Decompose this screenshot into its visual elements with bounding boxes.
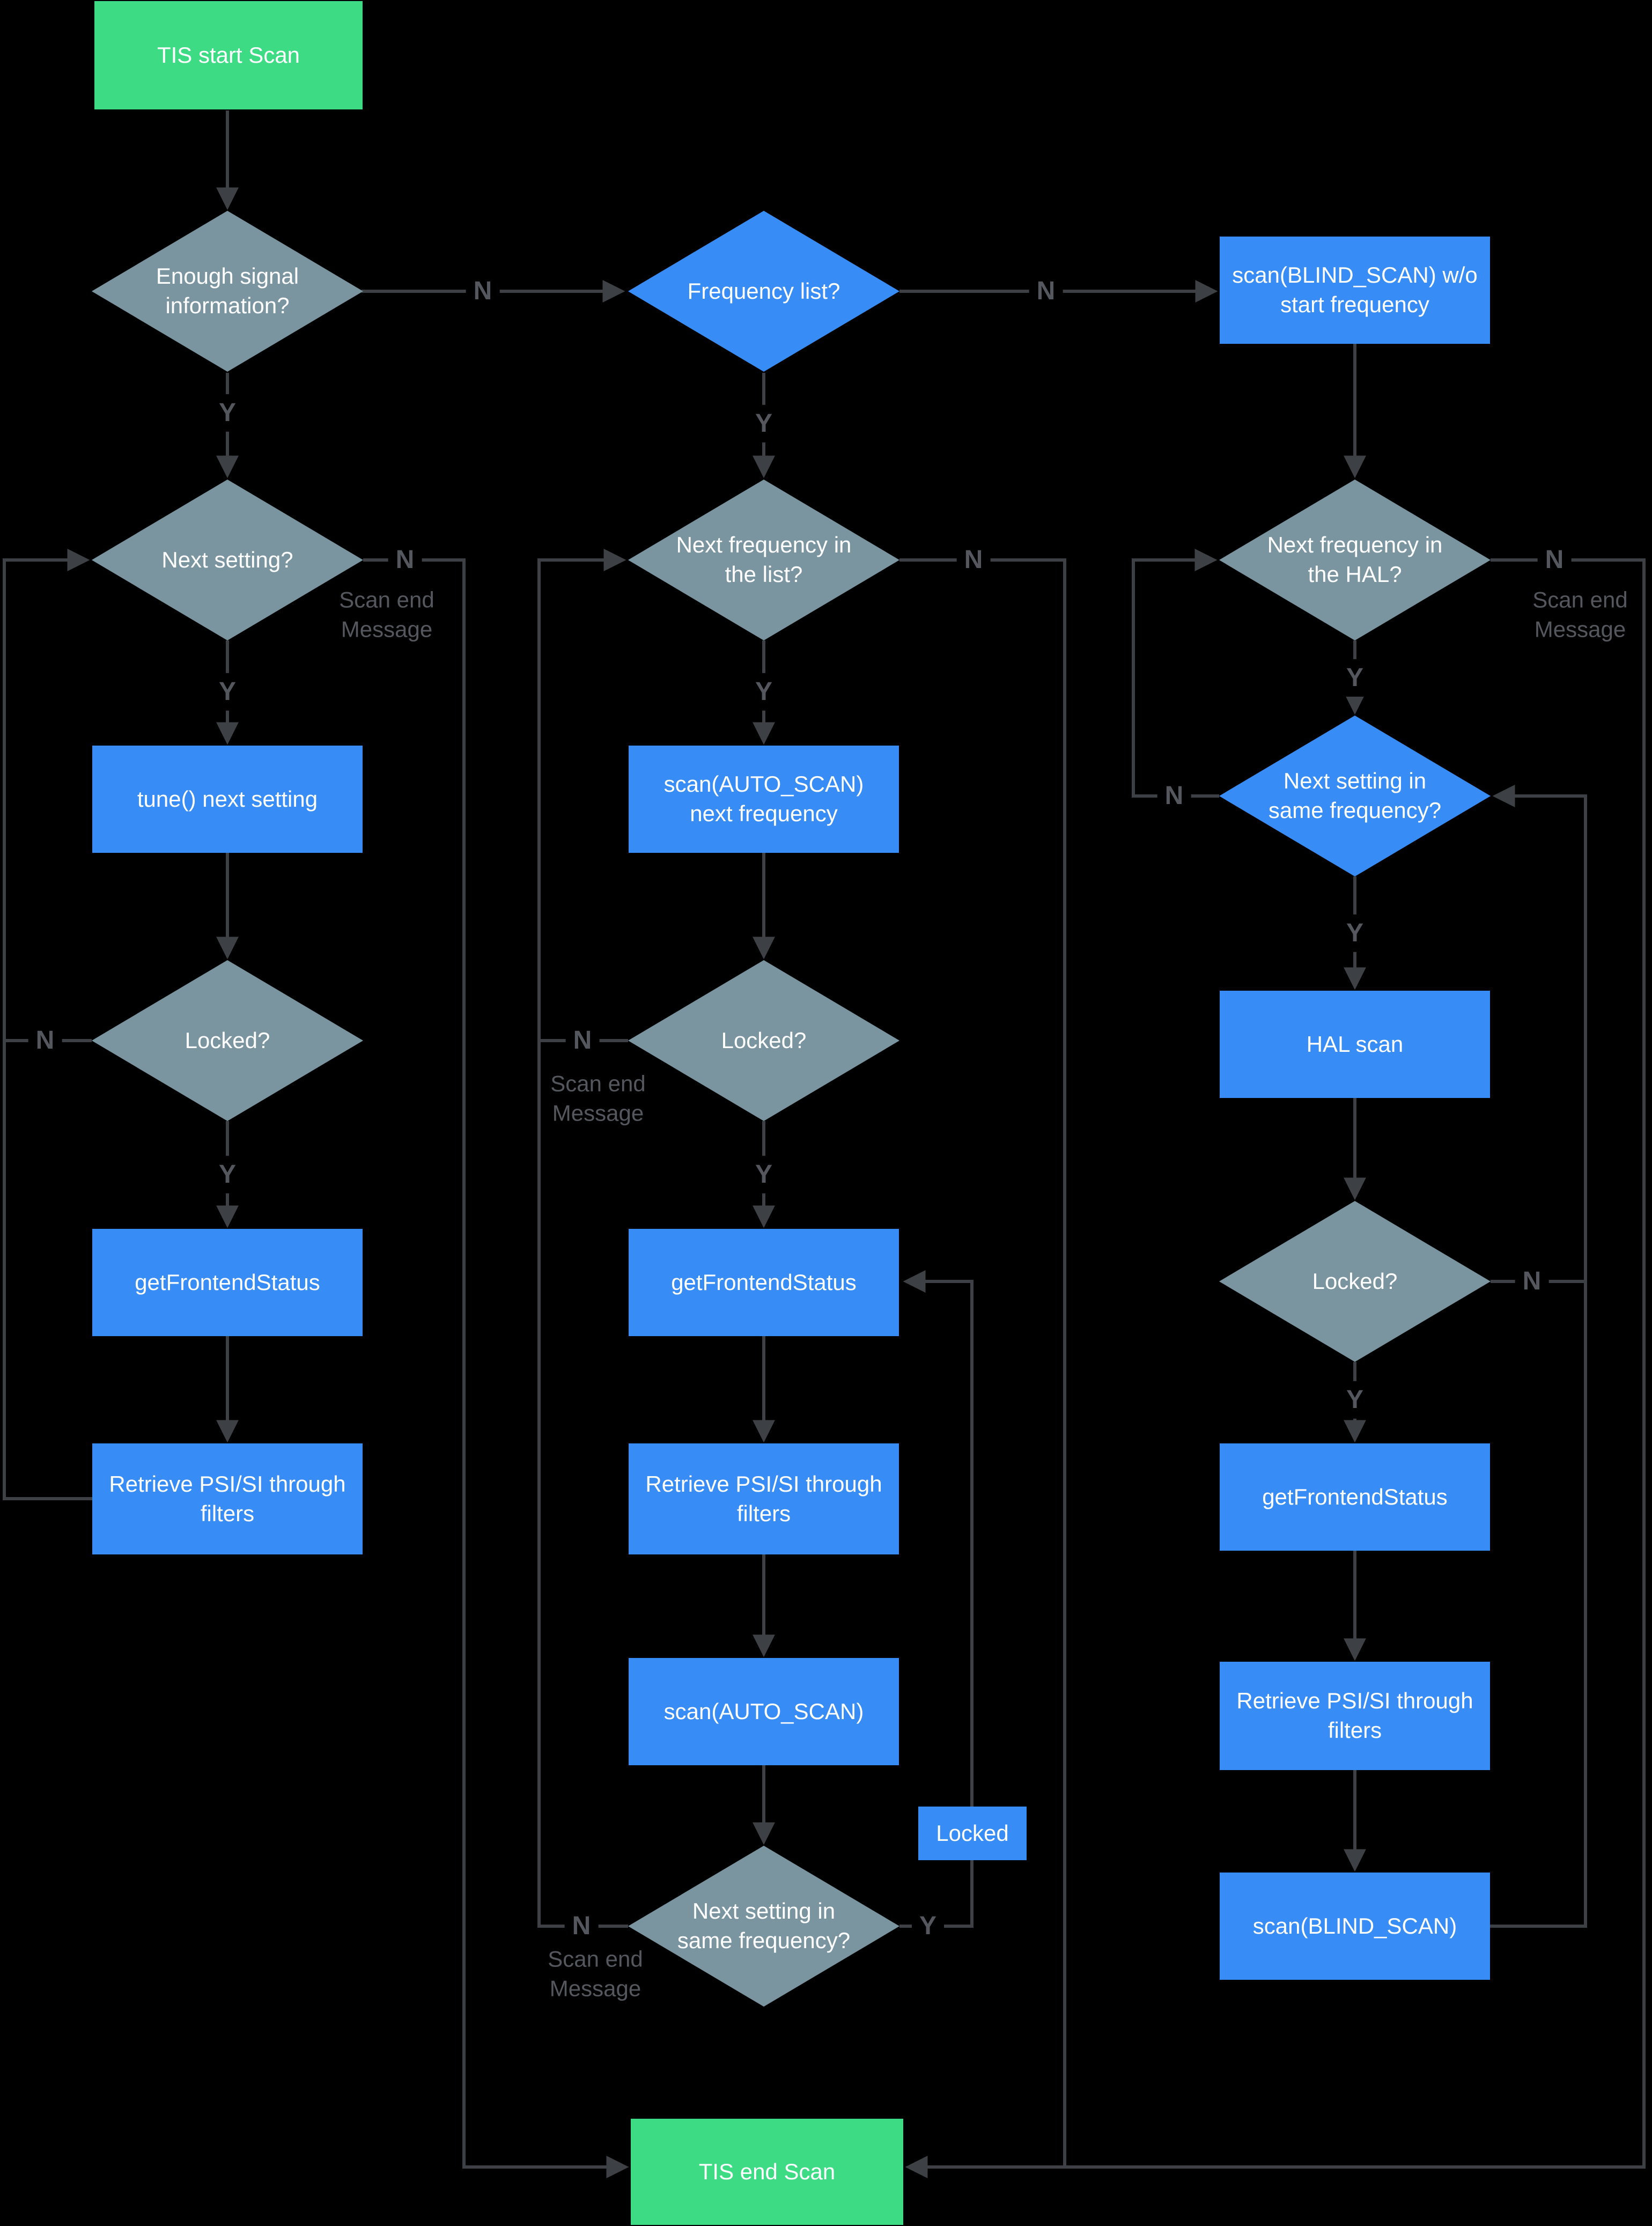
label-scan-end-message-locked-2: Scan end Message xyxy=(550,1071,646,1125)
process-scan-auto-scan: scan(AUTO_SCAN) xyxy=(629,1658,899,1765)
label-n-next-frequency-hal: N xyxy=(1537,541,1572,579)
process-get-frontend-status-1-label: getFrontendStatus xyxy=(135,1269,320,1295)
process-hal-scan-label: HAL scan xyxy=(1306,1031,1404,1057)
label-y-next-setting: Y xyxy=(211,673,244,711)
decision-frequency-list-label: Frequency list? xyxy=(687,278,840,304)
label-scan-end-message-hal: Scan end Message xyxy=(1532,587,1628,642)
label-n-frequency-list: N xyxy=(1029,272,1063,311)
label-n-next-frequency-list: N xyxy=(956,541,991,579)
label-y-next-frequency-hal: Y xyxy=(1338,659,1371,697)
process-tune-next-setting-label: tune() next setting xyxy=(137,786,318,812)
label-scan-end-message-1: Scan end Message xyxy=(339,587,434,642)
tag-locked: Locked xyxy=(918,1807,1027,1860)
decision-locked-2-label: Locked? xyxy=(721,1027,807,1053)
label-y-next-setting-same-freq-2: Y xyxy=(911,1907,945,1945)
label-scan-end-message-bottom: Scan end Message xyxy=(548,1946,643,2001)
decision-next-setting-label: Next setting? xyxy=(161,547,293,572)
process-retrieve-psi-si-2-label: Retrieve PSI/SI through filters xyxy=(645,1471,882,1526)
label-n-locked-1: N xyxy=(28,1021,62,1060)
start-tis-start-scan: TIS start Scan xyxy=(94,1,363,109)
process-retrieve-psi-si-3: Retrieve PSI/SI through filters xyxy=(1220,1662,1490,1770)
edge-nextsetting2-n-loop-up xyxy=(537,549,628,1928)
label-n-enough-signal: N xyxy=(466,272,500,311)
label-n-next-setting-same-freq-hal: N xyxy=(1157,777,1191,815)
label-y-frequency-list: Y xyxy=(747,404,780,443)
decision-next-setting-in-same-frequency-2-label: Next setting in same frequency? xyxy=(677,1898,851,1953)
label-n-next-setting: N xyxy=(388,541,422,579)
decision-enough-signal-information-label: Enough signal information? xyxy=(156,263,299,318)
process-tune-next-setting: tune() next setting xyxy=(92,746,363,853)
label-n-next-setting-same-freq-2: N xyxy=(564,1907,599,1945)
edge-samefreq-n-loop-to-hal xyxy=(1132,549,1219,798)
label-n-locked-3: N xyxy=(1515,1262,1549,1301)
start-tis-start-scan-label: TIS start Scan xyxy=(157,42,300,68)
decision-next-frequency-in-the-hal-label: Next frequency in the HAL? xyxy=(1267,532,1443,587)
process-scan-blind-scan-wo-start-frequency-label: scan(BLIND_SCAN) w/o start frequency xyxy=(1232,262,1478,317)
label-n-locked-2: N xyxy=(565,1021,600,1060)
label-y-locked-1: Y xyxy=(211,1155,244,1194)
process-retrieve-psi-si-1: Retrieve PSI/SI through filters xyxy=(92,1443,363,1554)
process-scan-blind-scan: scan(BLIND_SCAN) xyxy=(1220,1873,1490,1980)
process-scan-auto-scan-next-frequency: scan(AUTO_SCAN) next frequency xyxy=(629,746,899,853)
process-scan-blind-scan-label: scan(BLIND_SCAN) xyxy=(1252,1913,1457,1938)
process-retrieve-psi-si-2: Retrieve PSI/SI through filters xyxy=(629,1443,899,1554)
end-tis-end-scan-label: TIS end Scan xyxy=(698,2158,836,2184)
edge-psi1-loop-to-nextsetting xyxy=(3,549,92,1500)
process-scan-auto-scan-label: scan(AUTO_SCAN) xyxy=(663,1698,864,1724)
process-get-frontend-status-2-label: getFrontendStatus xyxy=(671,1269,857,1295)
edge-nextfreqlist-n-scanend xyxy=(899,558,1066,2167)
process-scan-auto-scan-next-frequency-label: scan(AUTO_SCAN) next frequency xyxy=(663,771,864,826)
label-y-locked-2: Y xyxy=(747,1155,780,1194)
process-get-frontend-status-2: getFrontendStatus xyxy=(629,1229,899,1336)
edge-blindscan3-loop-to-samefreq xyxy=(1490,785,1587,1928)
process-get-frontend-status-3: getFrontendStatus xyxy=(1220,1443,1490,1551)
label-y-enough-signal: Y xyxy=(211,394,244,432)
label-y-next-setting-same-freq-hal: Y xyxy=(1338,914,1371,953)
process-scan-blind-scan-wo-start-frequency: scan(BLIND_SCAN) w/o start frequency xyxy=(1220,237,1490,344)
label-y-next-frequency-list: Y xyxy=(747,673,780,711)
decision-locked-1-label: Locked? xyxy=(185,1027,270,1053)
tag-locked-label: Locked xyxy=(936,1820,1009,1846)
process-retrieve-psi-si-1-label: Retrieve PSI/SI through filters xyxy=(109,1471,346,1526)
decision-next-setting-in-same-frequency-hal-label: Next setting in same frequency? xyxy=(1268,768,1442,823)
process-retrieve-psi-si-3-label: Retrieve PSI/SI through filters xyxy=(1236,1688,1473,1743)
end-tis-end-scan: TIS end Scan xyxy=(631,2119,903,2225)
process-hal-scan: HAL scan xyxy=(1220,991,1490,1098)
decision-locked-3-label: Locked? xyxy=(1312,1268,1398,1294)
process-get-frontend-status-1: getFrontendStatus xyxy=(92,1229,363,1336)
decision-next-frequency-in-the-list-label: Next frequency in the list? xyxy=(676,532,852,587)
label-y-locked-3: Y xyxy=(1338,1381,1371,1419)
process-get-frontend-status-3-label: getFrontendStatus xyxy=(1262,1484,1448,1509)
